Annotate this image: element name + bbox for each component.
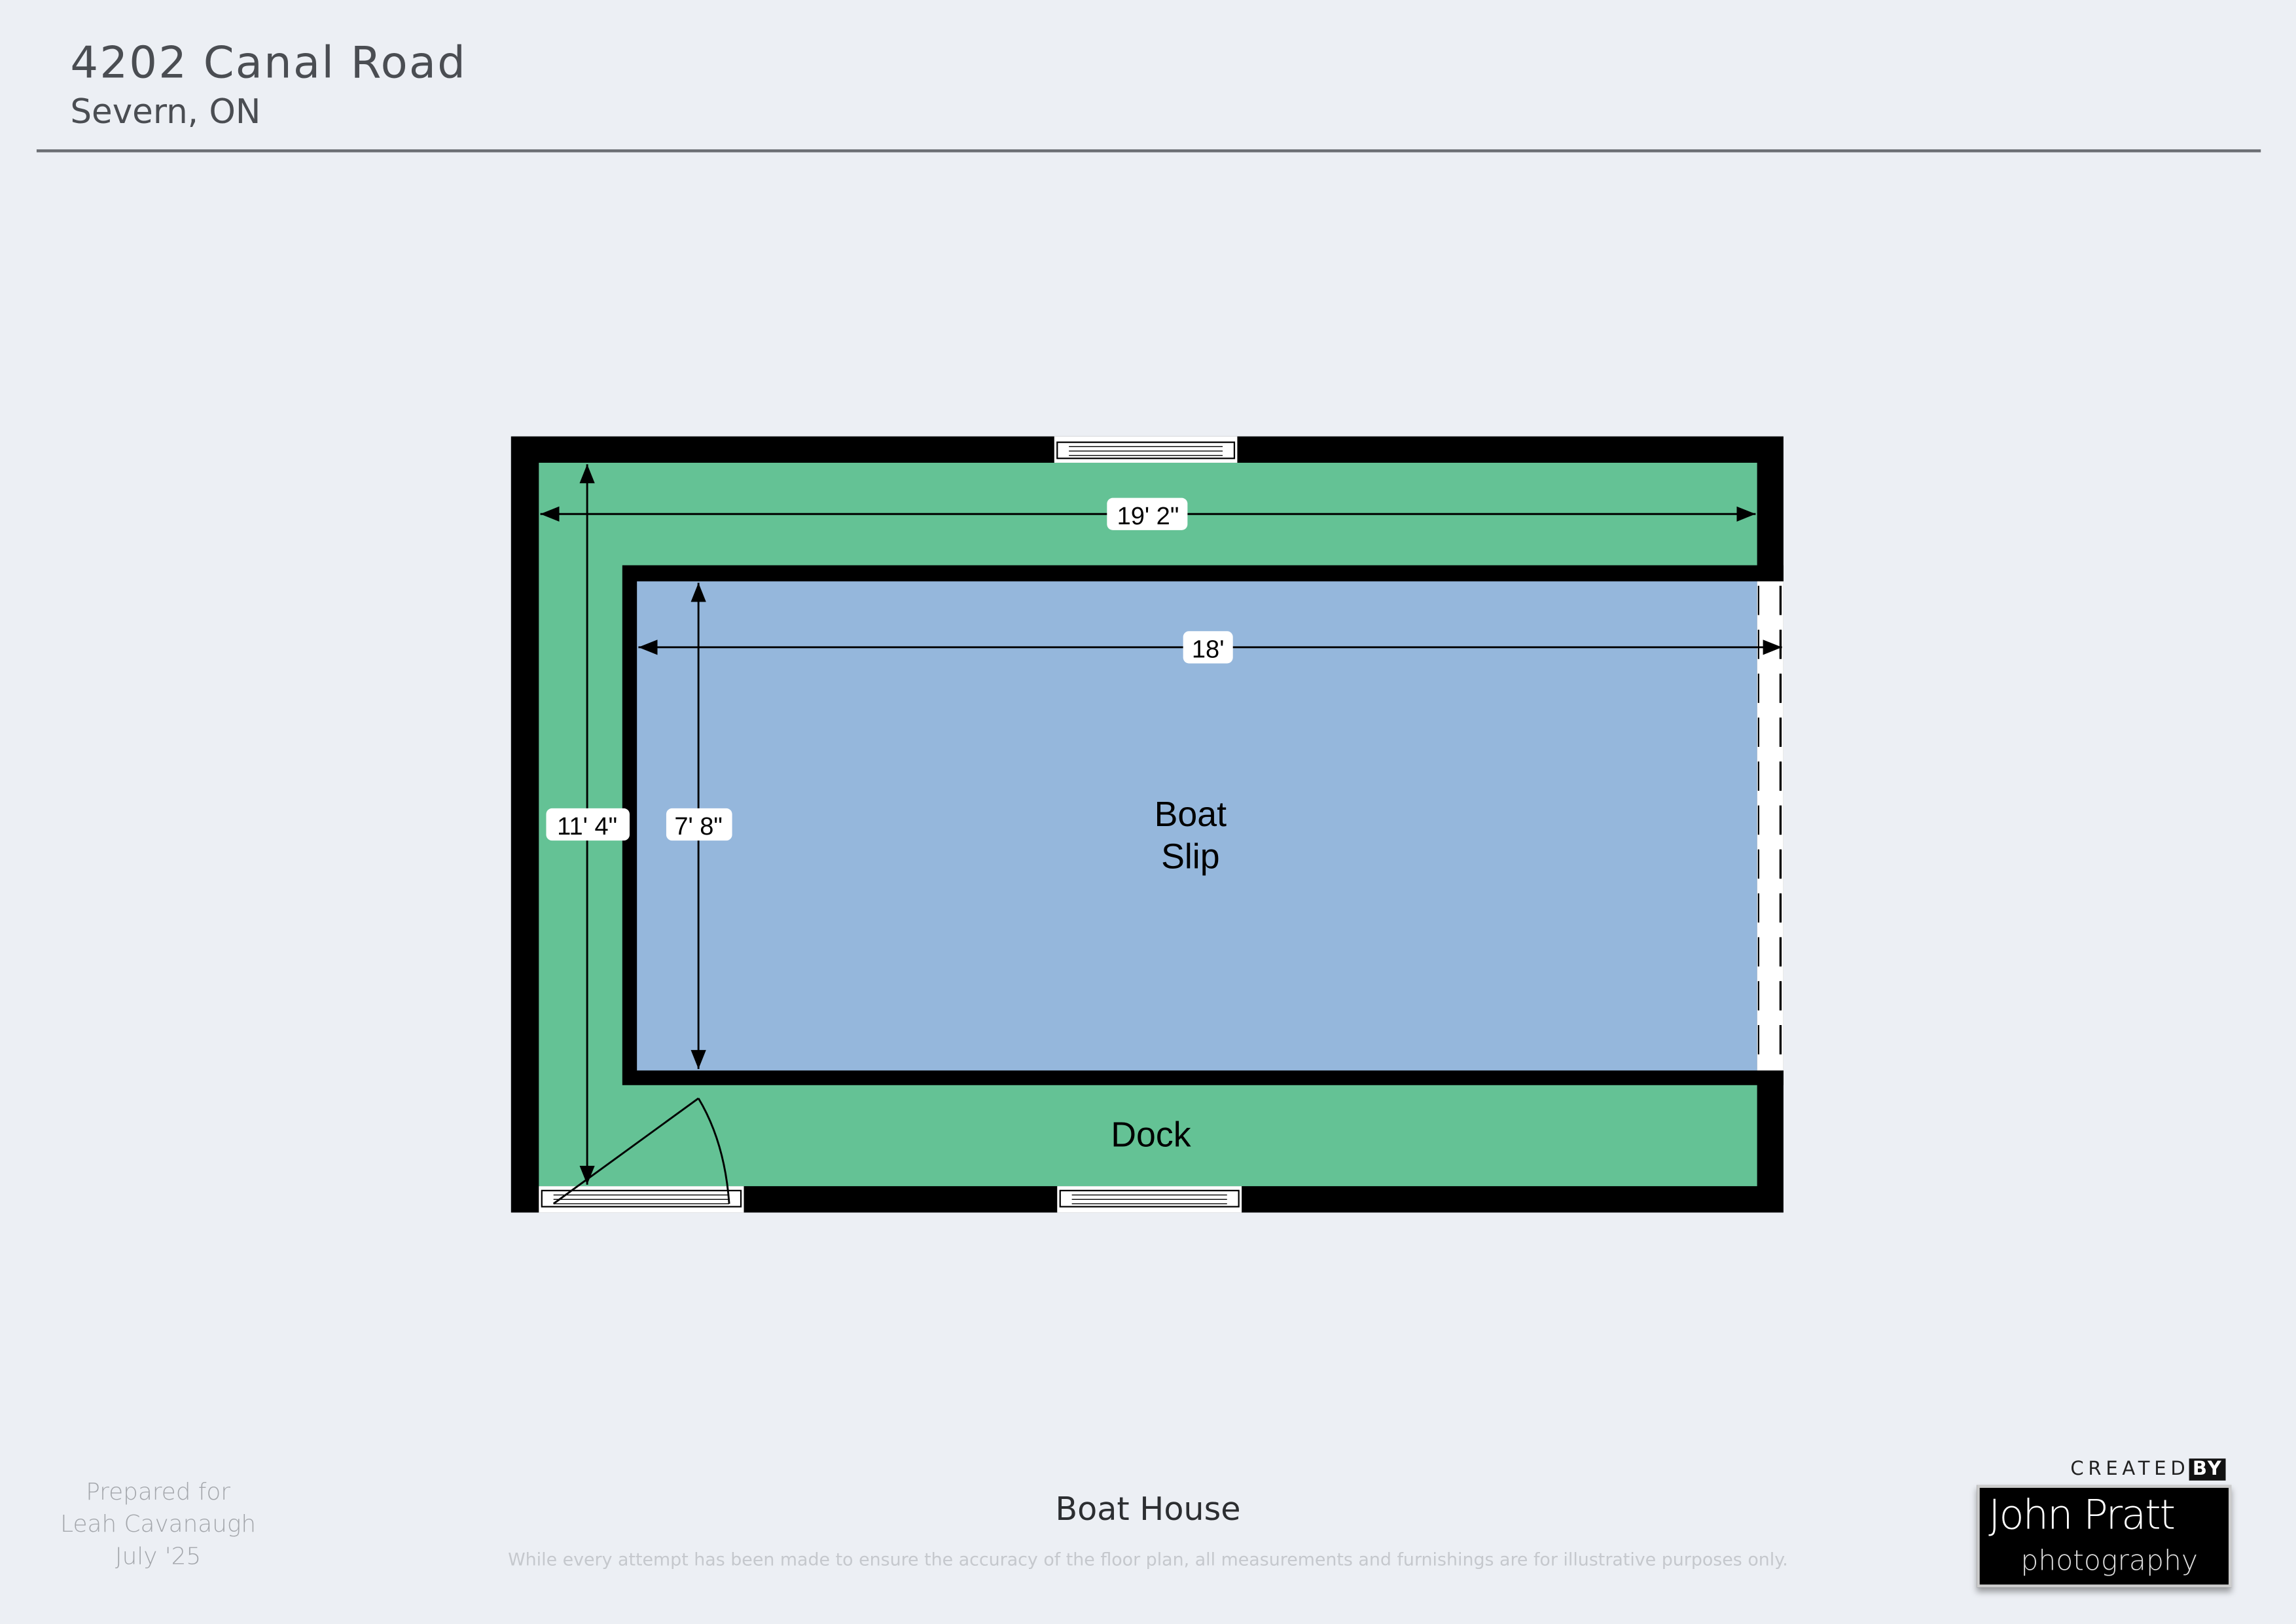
floor-name: Boat House — [1055, 1492, 1241, 1529]
dimension-label-slip-depth: 7' 8" — [674, 813, 723, 840]
logo-box: John Pratt photography — [1977, 1485, 2232, 1588]
property-city: Severn, ON — [70, 94, 261, 132]
prepared-for: Prepared for Leah Cavanaugh July '25 — [29, 1476, 287, 1573]
logo-by: BY — [2189, 1458, 2226, 1481]
dimension-label-bg — [1183, 631, 1233, 664]
room-label-dock: Dock — [1111, 1115, 1191, 1155]
dimension-label-outer-width: 19' 2" — [1117, 503, 1179, 530]
logo-sub: photography — [2020, 1545, 2198, 1578]
dimension-label-outer-depth: 11' 4" — [557, 813, 617, 840]
logo-created: CREATED — [2070, 1458, 2190, 1481]
window-top — [1054, 436, 1238, 463]
date: July '25 — [115, 1542, 202, 1570]
logo-name: John Pratt — [1988, 1490, 2176, 1540]
prepared-label: Prepared for — [86, 1477, 231, 1506]
window-bottom — [1057, 1186, 1242, 1213]
property-address: 4202 Canal Road — [70, 38, 467, 90]
header-divider — [36, 149, 2261, 153]
room-label-slip: Slip — [1161, 837, 1220, 876]
dimension-label-bg — [546, 808, 630, 841]
door — [539, 1097, 744, 1213]
client-name: Leah Cavanaugh — [60, 1509, 257, 1538]
disclaimer: While every attempt has been made to ens… — [508, 1549, 1788, 1570]
room-label-boat: Boat — [1155, 795, 1227, 834]
dimension-label-slip-width: 18' — [1192, 636, 1225, 664]
dimension-label-bg — [1107, 497, 1188, 530]
dimension-label-bg — [666, 808, 732, 841]
water-opening — [1757, 581, 1784, 1071]
